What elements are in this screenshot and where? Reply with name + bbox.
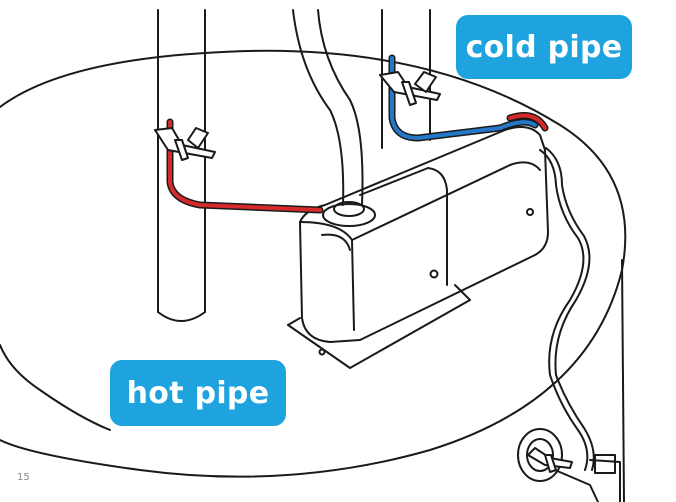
sensor-device: [299, 125, 549, 343]
device-base-plate: [287, 284, 471, 369]
cold-pipe-label: cold pipe: [456, 15, 632, 79]
page-number: 15: [17, 472, 30, 483]
hot-pipe: [157, 9, 206, 322]
hot-wire: [166, 118, 324, 214]
plate-screw: [318, 348, 326, 356]
sensor-cable: [539, 149, 589, 471]
tank-right-side: [621, 259, 625, 502]
cold-wire: [388, 54, 549, 142]
drain-valve: [517, 428, 621, 502]
hot-pipe-clamp: [154, 127, 216, 161]
hot-pipe-label: hot pipe: [110, 360, 286, 426]
cold-pipe-clamp: [379, 71, 441, 106]
flex-hose: [292, 9, 364, 206]
valve-clamp: [527, 447, 573, 473]
tank-left-rim: [0, 344, 111, 431]
